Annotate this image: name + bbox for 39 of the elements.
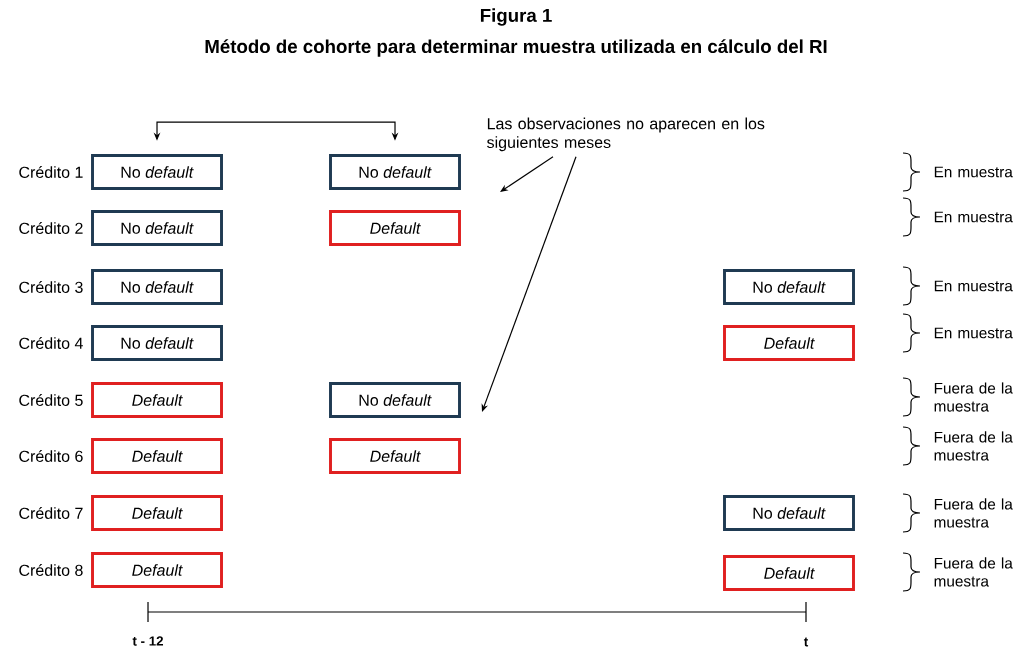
leader-arrow [481, 156, 577, 412]
row-label: Crédito 7 [19, 507, 83, 519]
row-label: Crédito 2 [19, 222, 83, 234]
row-label: Crédito 3 [19, 281, 83, 293]
row-label: Crédito 6 [19, 450, 83, 462]
group-label: En muestra [934, 166, 1013, 178]
status-box: Default [91, 382, 223, 418]
leader-arrow [500, 156, 554, 192]
row-label: Crédito 8 [19, 564, 83, 576]
status-box: Default [91, 552, 223, 588]
status-box: No default [329, 382, 461, 418]
status-box: No default [91, 154, 223, 190]
status-box: No default [329, 154, 461, 190]
status-box: No default [91, 269, 223, 305]
axis-label: t [803, 637, 809, 647]
figure-number: Figura 1 [480, 8, 552, 26]
title: Método de cohorte para determinar muestra utilizada en cálculo del RI [205, 39, 827, 57]
status-box: Default [329, 438, 461, 474]
axis-label: t - 12 [132, 636, 163, 646]
row-label: Crédito 4 [19, 337, 83, 349]
group-label: Fuera de la muestra [934, 557, 1013, 587]
status-box: Default [723, 555, 855, 591]
row-label: Crédito 1 [19, 166, 83, 178]
status-box: No default [723, 495, 855, 531]
annotation-text: Las observaciones no aparecen en los siguientes meses [487, 117, 765, 152]
group-label: Fuera de la muestra [934, 498, 1013, 528]
group-label: En muestra [934, 280, 1013, 292]
status-box: Default [723, 325, 855, 361]
status-box: Default [91, 495, 223, 531]
status-box: Default [91, 438, 223, 474]
group-label: En muestra [934, 211, 1013, 223]
status-box: Default [329, 210, 461, 246]
status-box: No default [91, 325, 223, 361]
status-box: No default [91, 210, 223, 246]
group-label: Fuera de la muestra [934, 431, 1013, 461]
group-label: En muestra [934, 327, 1013, 339]
group-label: Fuera de la muestra [934, 382, 1013, 412]
status-box: No default [723, 269, 855, 305]
row-label: Crédito 5 [19, 394, 83, 406]
